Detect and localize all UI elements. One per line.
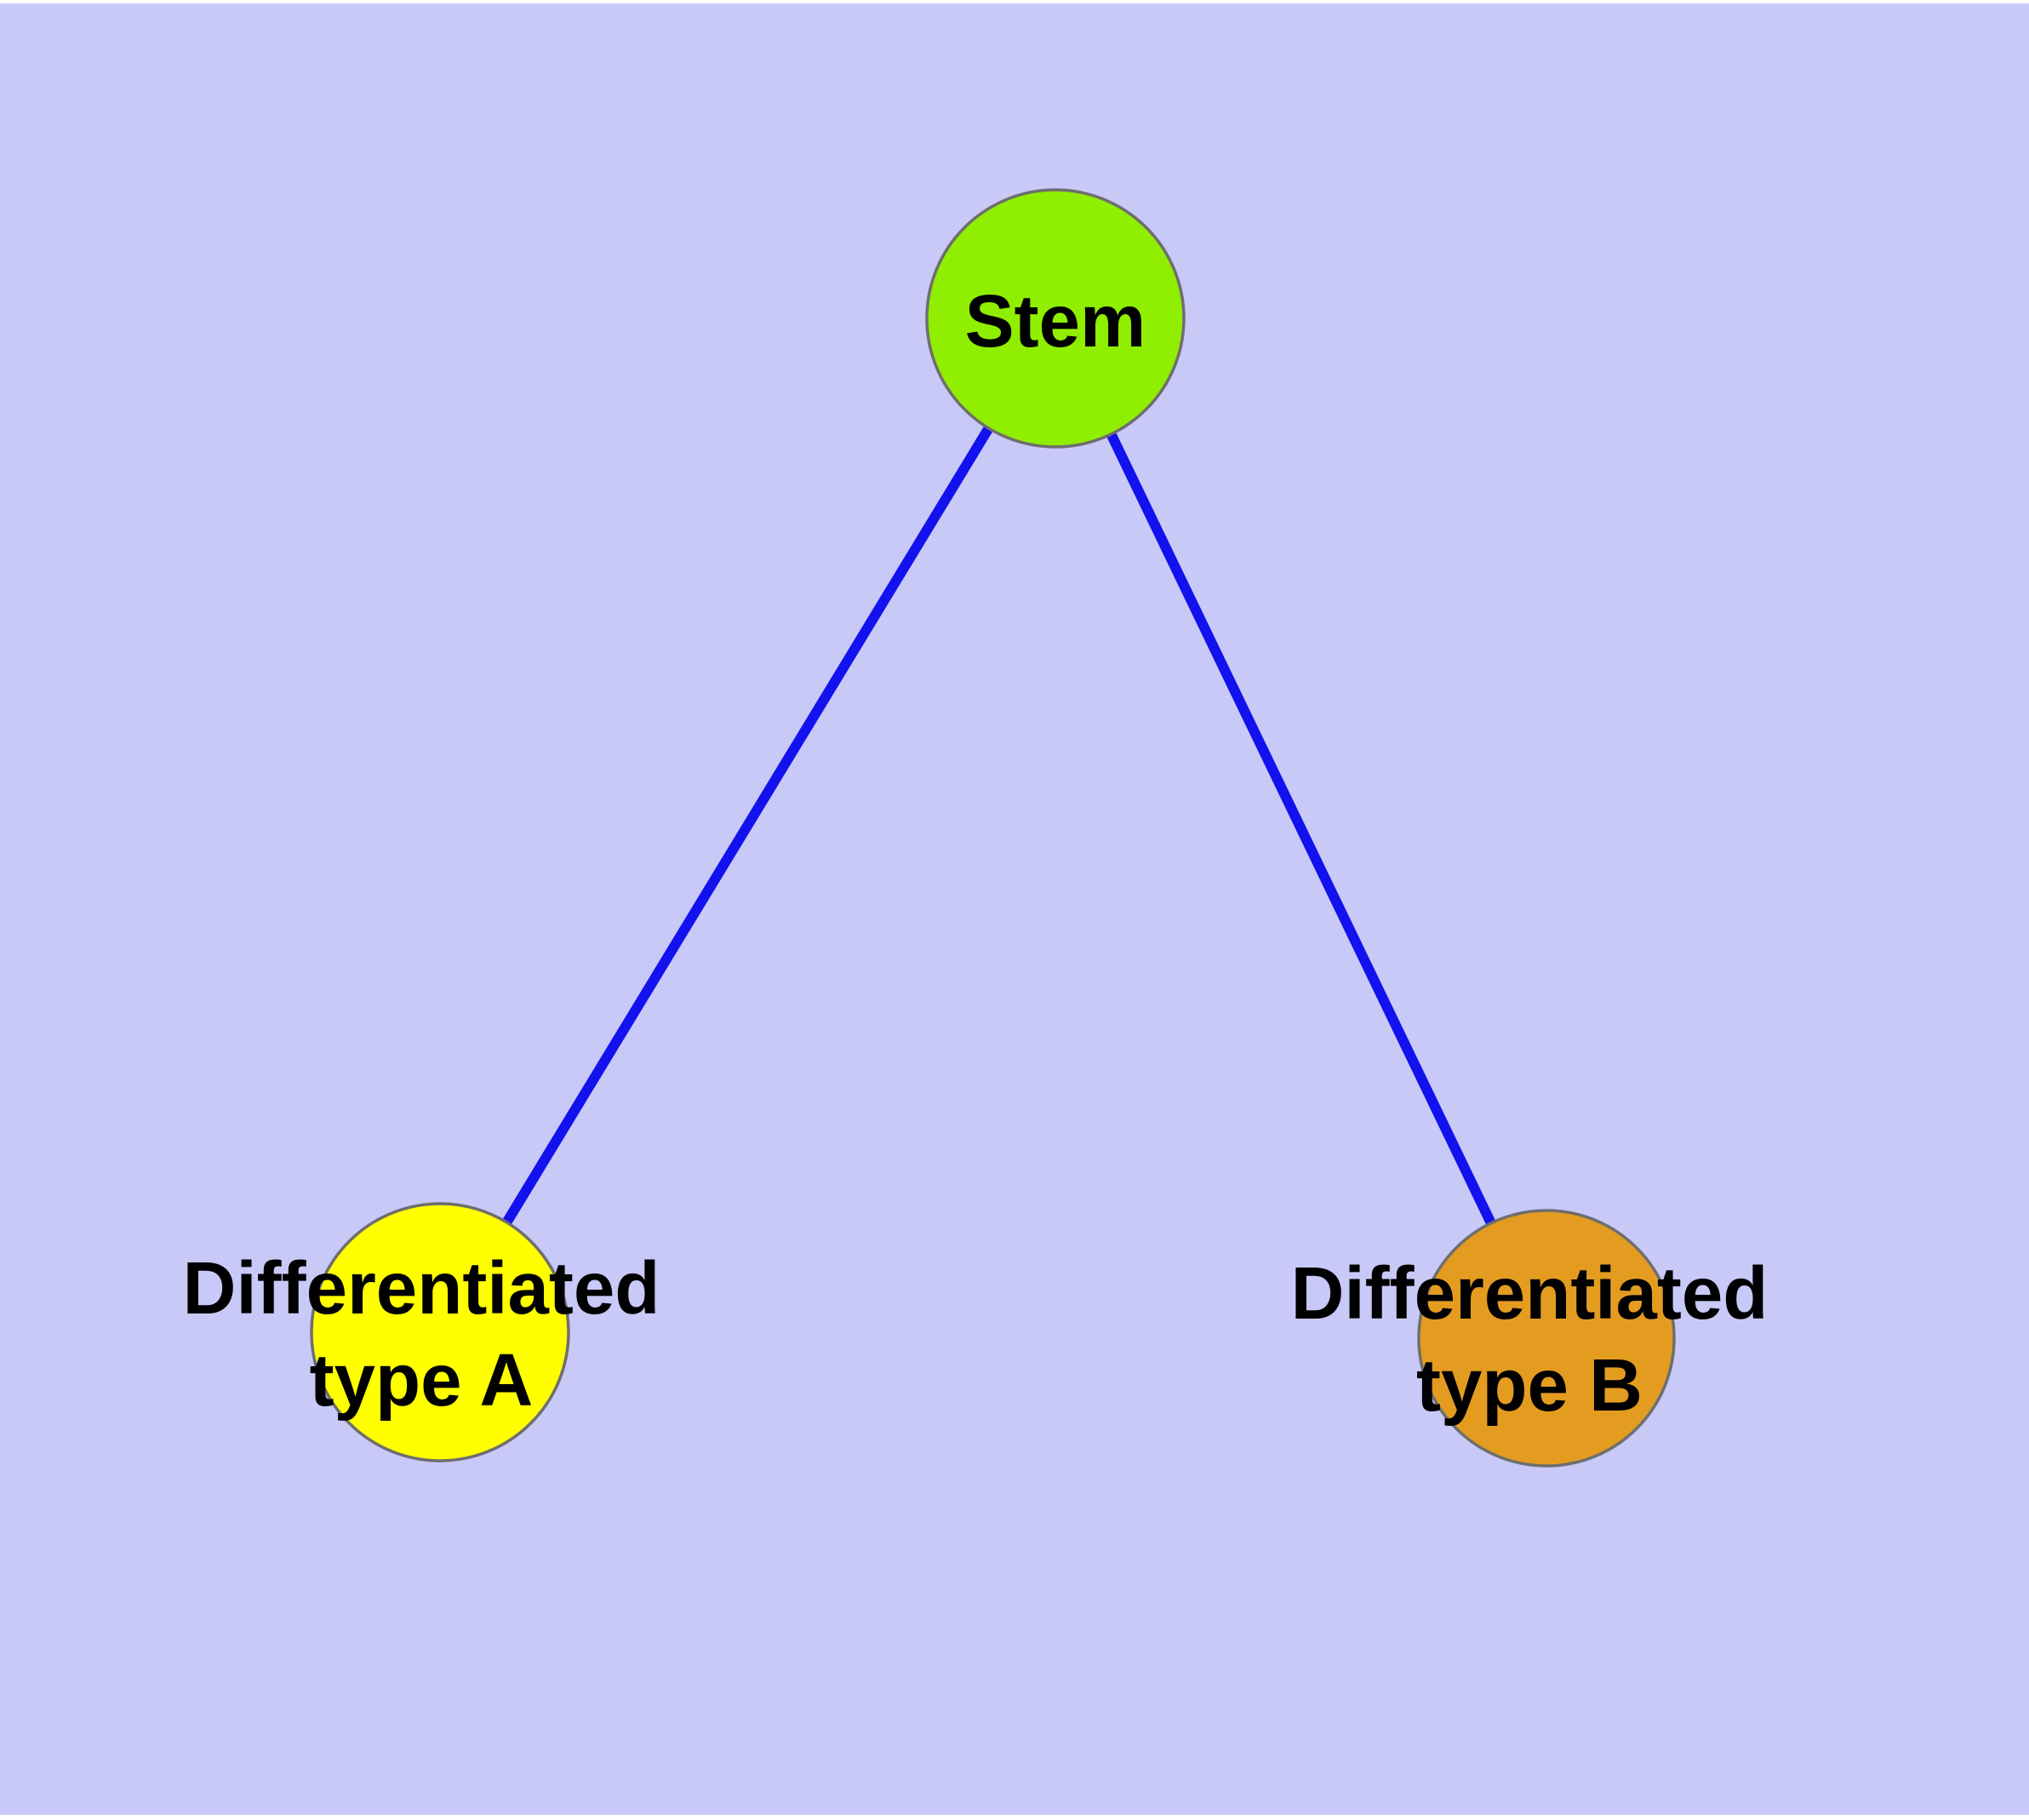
node-type-a-label-line1: Differentiated — [182, 1247, 660, 1330]
node-type-b-label-line2: type B — [1416, 1344, 1643, 1427]
node-type-a-label-line2: type A — [309, 1339, 534, 1422]
node-type-b-circle — [1417, 1209, 1676, 1468]
node-stem-label: Stem — [965, 276, 1146, 368]
edge-stem-to-type-b — [1050, 316, 1552, 1341]
node-type-b-label-line1: Differentiated — [1290, 1252, 1769, 1335]
node-type-b-label: Differentiated type B — [1291, 1248, 1769, 1432]
node-stem-circle — [925, 188, 1186, 449]
edge-stem-to-type-a — [435, 315, 1060, 1336]
node-type-a-label: Differentiated type A — [183, 1243, 660, 1427]
node-stem-label-text: Stem — [964, 280, 1146, 363]
node-type-a-circle — [310, 1202, 570, 1462]
